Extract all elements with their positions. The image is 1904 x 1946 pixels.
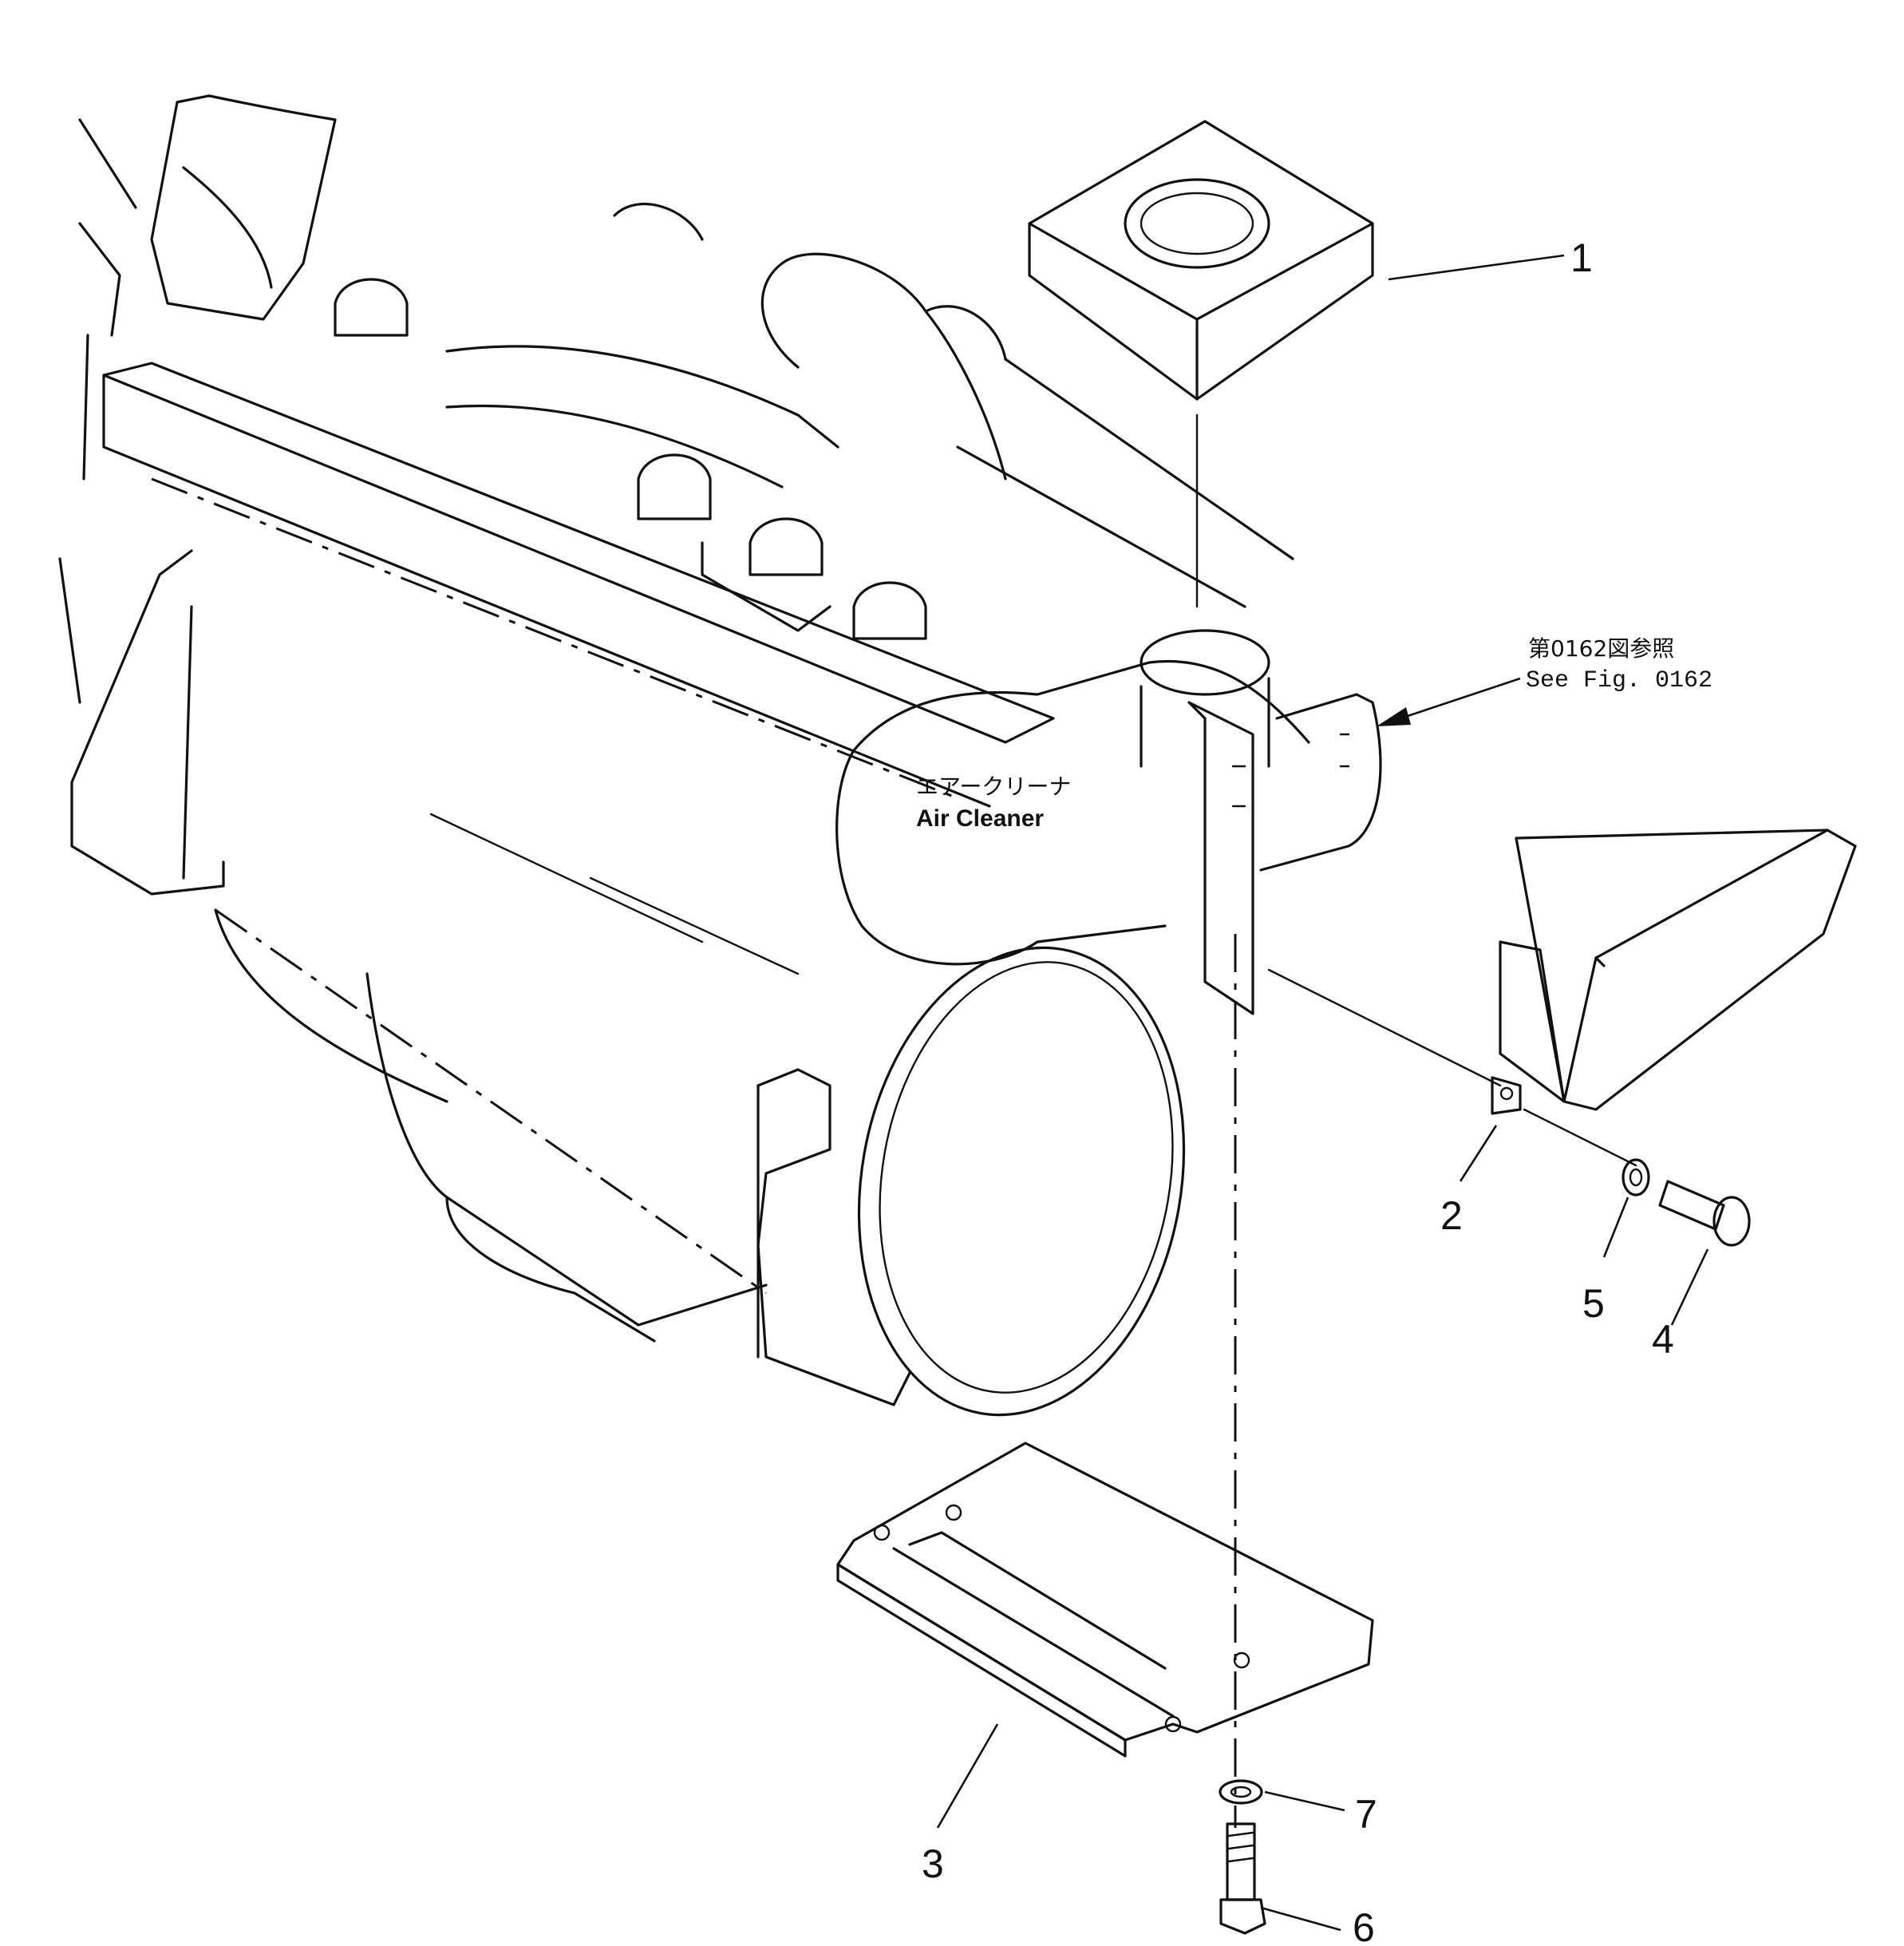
part-5-washer: [1622, 1158, 1650, 1196]
air-cleaner-label-jp: エアークリーナ: [916, 773, 1071, 800]
callout-4: 4: [1652, 1248, 1709, 1362]
callout-number-5: 5: [1582, 1281, 1605, 1326]
callout-number-4: 4: [1652, 1317, 1674, 1362]
callout-number-2: 2: [1440, 1193, 1463, 1238]
part-1-insulator-pad: [1028, 120, 1374, 608]
callout-5: 5: [1582, 1196, 1629, 1326]
part-4-bolt: [1658, 1180, 1751, 1247]
callout-7: 7: [1264, 1790, 1377, 1837]
callout-6: 6: [1260, 1905, 1375, 1946]
callout-2: 2: [1440, 1125, 1498, 1238]
part-6-bolt: [1219, 1822, 1266, 1935]
part-7-washer: [1219, 1779, 1263, 1805]
part-3-mounting-plate: [836, 1442, 1374, 1758]
callout-1: 1: [1388, 235, 1593, 281]
callout-3: 3: [922, 1723, 999, 1886]
callout-number-7: 7: [1355, 1792, 1377, 1837]
callout-number-1: 1: [1570, 235, 1593, 280]
part-2-bracket: [1491, 829, 1857, 1115]
callout-number-6: 6: [1353, 1905, 1375, 1946]
engine-drawing: [58, 94, 1382, 1417]
reference-label-en: See Fig. 0162: [1526, 667, 1712, 694]
reference-arrow: [1377, 677, 1521, 726]
air-cleaner-label-en: Air Cleaner: [916, 805, 1044, 832]
reference-label-jp: 第0162図参照: [1528, 635, 1674, 662]
callout-number-3: 3: [922, 1841, 944, 1886]
